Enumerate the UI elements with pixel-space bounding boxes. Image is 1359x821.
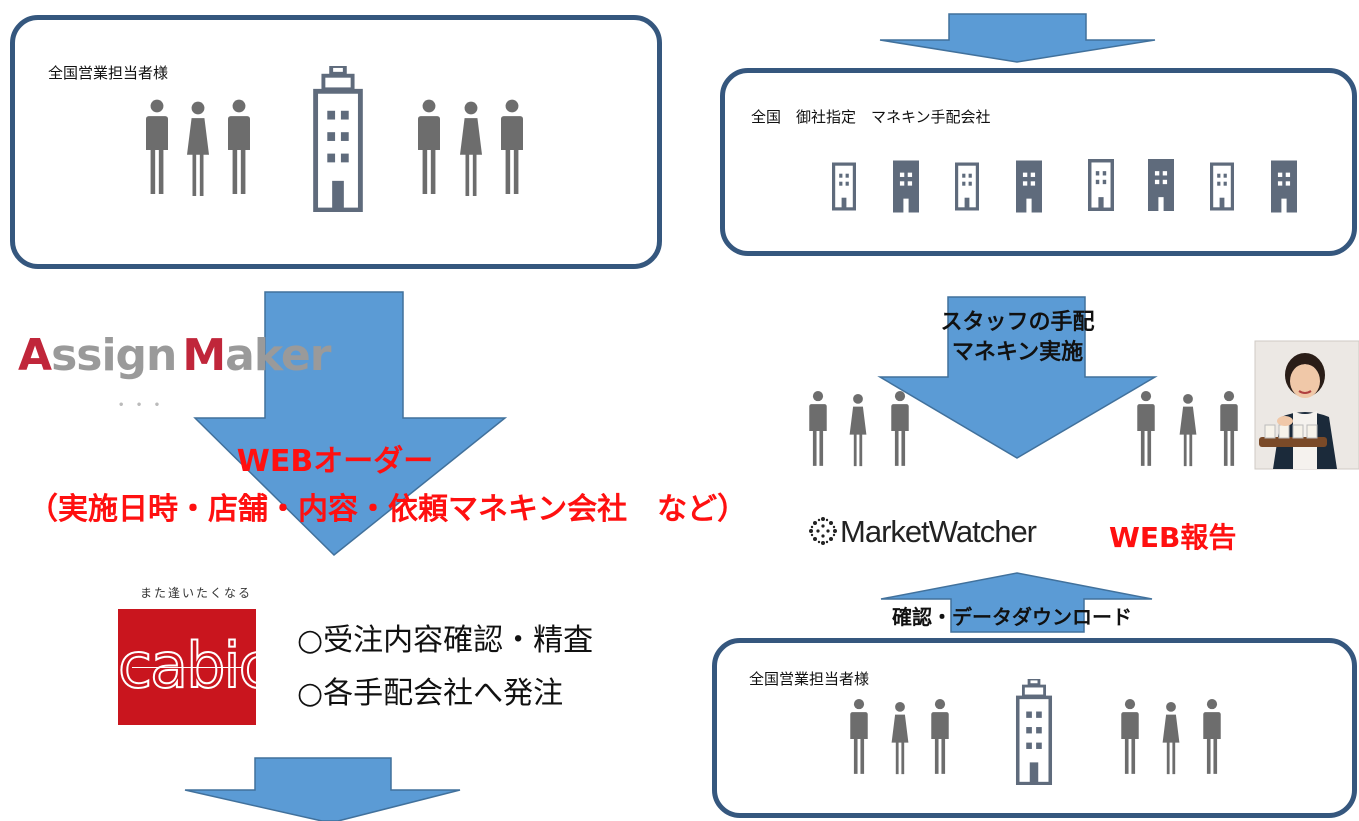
assign-logo-initial-m: M [182,330,226,381]
marketwatcher-logo-text: MarketWatcher [840,514,1037,549]
web-order-detail: （実施日時・店舗・内容・依頼マネキン会社 など） [28,492,748,527]
person-icon [930,699,950,779]
assign-logo-word2: aker [225,330,331,381]
person-icon [890,702,910,779]
staff-arrange-line1: スタッフの手配 [940,310,1095,335]
web-report-label: WEB報告 [1109,521,1237,554]
right-bottom-box [712,638,1357,818]
assign-logo-initial-a: A [18,330,52,381]
cabic-logo-line [132,667,242,668]
cabic-logo: cabic [117,609,274,725]
staff-arrange-text: スタッフの手配 マネキン実施 [930,308,1105,368]
building-icon [1015,679,1053,785]
task-2: ○各手配会社へ発注 [297,676,564,711]
cabic-tagline: また逢いたくなる [140,586,253,600]
right-top-box-label: 全国 御社指定 マネキン手配会社 [751,108,991,126]
person-icon [1161,702,1181,779]
web-order-title: WEBオーダー [236,444,434,479]
download-label-part1: 確認・ [892,605,952,629]
marketwatcher-dots-icon [809,517,837,545]
left-top-box [10,15,662,269]
download-label: 確認・データダウンロード [892,601,1132,630]
right-bottom-box-label: 全国営業担当者様 [749,670,870,688]
person-icon [849,699,869,779]
assign-logo-word1: ssign [51,330,177,381]
download-label-part3: ロード [1072,605,1132,629]
logo-dots: • • • [118,400,165,411]
left-top-box-label: 全国営業担当者様 [48,64,169,82]
staff-photo [1254,340,1359,470]
task-1: ○受注内容確認・精査 [297,623,594,658]
download-label-part2: データダウン [952,605,1072,629]
person-icon [1202,699,1222,779]
staff-arrange-line2: マネキン実施 [951,340,1084,365]
cabic-logo-text: cabic [117,629,274,702]
person-icon [1120,699,1140,779]
